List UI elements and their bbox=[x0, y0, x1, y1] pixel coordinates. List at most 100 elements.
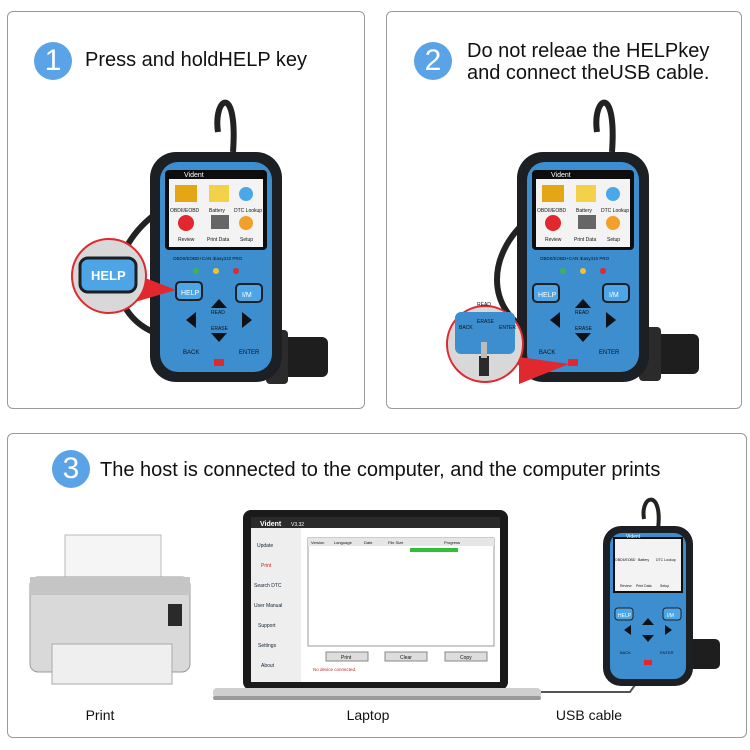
col-language: Language bbox=[334, 540, 353, 545]
zoom-back-label: BACK bbox=[459, 325, 473, 331]
sidebar-about[interactable]: About bbox=[261, 663, 275, 669]
menu-obd: OBDII/EOBD bbox=[537, 208, 567, 214]
help-zoom-label: HELP bbox=[91, 268, 126, 283]
setup-icon bbox=[239, 216, 253, 230]
sidebar-settings[interactable]: Settings bbox=[258, 643, 277, 649]
enter-key-label: ENTER bbox=[660, 650, 674, 655]
menu-obd: OBDII/EOBD bbox=[170, 208, 200, 214]
down-arrow-key bbox=[575, 333, 591, 342]
im-key bbox=[602, 283, 630, 303]
sidebar-support[interactable]: Support bbox=[258, 623, 276, 629]
copy-button[interactable] bbox=[444, 651, 488, 662]
menu-dtc: DTC Lookup bbox=[656, 558, 676, 562]
usb-plug-icon bbox=[479, 356, 489, 376]
app-brand: Vident bbox=[260, 521, 282, 528]
col-date: Date bbox=[364, 540, 373, 545]
menu-dtc: DTC Lookup bbox=[234, 208, 262, 214]
help-key bbox=[532, 283, 560, 303]
review-icon bbox=[545, 215, 561, 231]
help-key-label: HELP bbox=[538, 292, 557, 299]
caption-usb-cable: USB cable bbox=[555, 707, 623, 723]
print-button-label: Print bbox=[341, 655, 352, 661]
setup-icon bbox=[606, 216, 620, 230]
usb-port bbox=[568, 359, 578, 366]
battery-icon bbox=[576, 185, 596, 202]
caption-print: Print bbox=[85, 707, 115, 723]
device-brand: Vident bbox=[184, 172, 204, 179]
right-arrow-key bbox=[606, 312, 616, 328]
battery-icon bbox=[209, 185, 229, 202]
erase-key-label: ERASE bbox=[211, 326, 229, 332]
menu-obd: OBDII/EOBD bbox=[615, 558, 636, 562]
up-arrow-key bbox=[575, 299, 591, 308]
zoom-enter-label: ENTER bbox=[499, 325, 516, 331]
step-3-number: 3 bbox=[52, 450, 90, 488]
menu-dtc: DTC Lookup bbox=[601, 208, 629, 214]
sidebar-search-dtc[interactable]: Search DTC bbox=[254, 583, 282, 589]
model-line: OBDII/EOBD+CAN iEasy310 PRO bbox=[173, 256, 243, 261]
enter-key-label: ENTER bbox=[239, 350, 260, 356]
menu-print: Print Data bbox=[207, 237, 229, 243]
progress-bar bbox=[410, 548, 458, 552]
left-arrow-key bbox=[550, 312, 560, 328]
im-key bbox=[235, 283, 263, 303]
obd-connector bbox=[649, 334, 699, 374]
printer-icon bbox=[29, 534, 191, 685]
zoom-read-label: READ bbox=[477, 302, 491, 308]
enter-key-label: ENTER bbox=[599, 350, 620, 356]
help-key-label: HELP bbox=[618, 613, 632, 619]
device-brand: Vident bbox=[551, 172, 571, 179]
dtc-lookup-icon bbox=[606, 187, 620, 201]
device-illustration-1: Vident OBDII/EOBD Battery DTC Lookup Rev… bbox=[71, 99, 328, 384]
print-button[interactable] bbox=[325, 651, 369, 662]
model-line: OBDII/EOBD+CAN iEasy310 PRO bbox=[540, 256, 610, 261]
obd-icon bbox=[542, 185, 564, 202]
device-illustration-2: Vident OBDII/EOBD Battery DTC Lookup Rev… bbox=[446, 99, 699, 384]
help-key-label: HELP bbox=[181, 290, 200, 297]
menu-review: Review bbox=[545, 237, 562, 243]
scanner-small: Vident OBDII/EOBD Battery DTC Lookup Rev… bbox=[603, 497, 720, 686]
clear-button-label: Clear bbox=[400, 655, 412, 661]
back-key-label: BACK bbox=[539, 350, 555, 356]
im-key-label: I/M bbox=[667, 613, 674, 619]
erase-key-label: ERASE bbox=[575, 326, 593, 332]
menu-battery: Battery bbox=[638, 558, 649, 562]
step-1-number: 1 bbox=[34, 42, 72, 80]
col-progress: Progress bbox=[444, 540, 460, 545]
clear-button[interactable] bbox=[384, 651, 428, 662]
im-key-label: I/M bbox=[609, 292, 619, 299]
print-data-icon bbox=[578, 215, 596, 229]
menu-setup: Setup bbox=[240, 237, 253, 243]
col-file-size: File Size bbox=[388, 540, 404, 545]
zoom-erase-label: ERASE bbox=[477, 319, 495, 325]
step-3-text: The host is connected to the computer, a… bbox=[100, 459, 661, 481]
back-key-label: BACK bbox=[183, 350, 199, 356]
help-key bbox=[175, 281, 203, 301]
back-key-label: BACK bbox=[620, 650, 631, 655]
menu-setup: Setup bbox=[660, 584, 669, 588]
sidebar-user-manual[interactable]: User Manual bbox=[254, 603, 282, 609]
read-key-label: READ bbox=[575, 310, 589, 316]
obd-connector bbox=[276, 337, 328, 377]
menu-battery: Battery bbox=[576, 208, 592, 214]
menu-battery: Battery bbox=[209, 208, 225, 214]
usb-port bbox=[214, 359, 224, 366]
menu-print: Print Data bbox=[574, 237, 596, 243]
col-version: Version bbox=[311, 540, 324, 545]
step-1-text: Press and holdHELP key bbox=[85, 49, 307, 71]
step-2-panel: 2 Do not releae the HELPkey and connect … bbox=[386, 11, 742, 409]
print-data-icon bbox=[211, 215, 229, 229]
down-arrow-key bbox=[211, 333, 227, 342]
sidebar-update[interactable]: Update bbox=[257, 543, 273, 549]
sidebar-print[interactable]: Print bbox=[261, 563, 272, 569]
menu-print: Print Data bbox=[636, 584, 652, 588]
step-2-number: 2 bbox=[414, 42, 452, 80]
status-text: No device connected. bbox=[313, 667, 356, 672]
left-arrow-key bbox=[186, 312, 196, 328]
step-2-text: Do not releae the HELPkey and connect th… bbox=[467, 40, 710, 84]
obd-icon bbox=[175, 185, 197, 202]
copy-button-label: Copy bbox=[460, 655, 472, 661]
app-version: V3.32 bbox=[291, 522, 304, 528]
step-1-panel: 1 Press and holdHELP key Vident OBDII/EO… bbox=[7, 11, 365, 409]
menu-review: Review bbox=[620, 584, 632, 588]
